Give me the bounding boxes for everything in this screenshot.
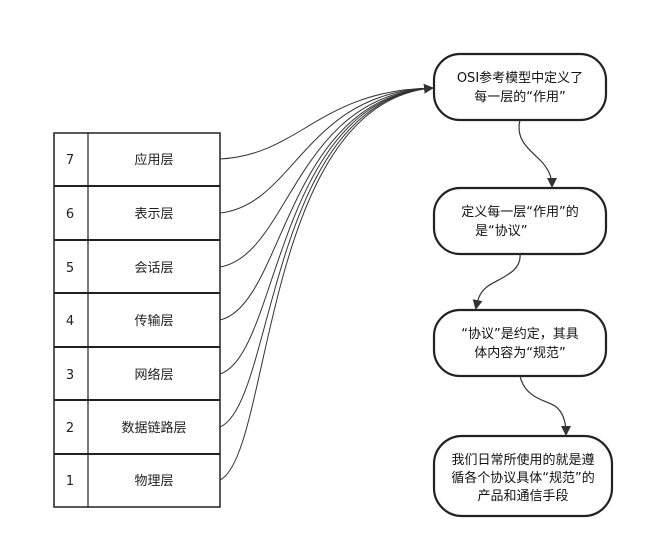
node-products-and-communication: 我们日常所使用的就是遵 循各个协议具体“规范”的 产品和通信手段 <box>432 434 614 518</box>
layer-number: 2 <box>66 421 74 436</box>
node-connectors <box>472 119 571 436</box>
layer-name: 物理层 <box>134 474 173 489</box>
layer-number: 3 <box>66 368 74 383</box>
layer-row-7: 7 应用层 <box>66 152 174 168</box>
node-protocol-specification: “协议”是约定，其具 体内容为“规范” <box>432 308 608 378</box>
arrow-node3-to-node4 <box>519 375 571 436</box>
layer-name: 网络层 <box>134 367 173 383</box>
node-text-line: 循各个协议具体“规范”的 <box>451 470 594 486</box>
osi-layer-table: 7 应用层 6 表示层 5 会话层 4 传输层 3 网络层 2 数据链路层 <box>53 132 221 508</box>
connector-curve <box>219 83 434 481</box>
node-text-line: 我们日常所使用的就是遵 <box>451 452 594 468</box>
layer-row-4: 4 传输层 <box>66 313 174 329</box>
arrow-node1-to-node2 <box>518 119 557 188</box>
connector-curve <box>219 87 433 268</box>
layer-name: 应用层 <box>134 152 173 168</box>
layer-number: 5 <box>66 261 74 276</box>
layer-name: 会话层 <box>134 261 173 276</box>
node-box <box>432 186 608 256</box>
layer-name: 表示层 <box>134 207 173 222</box>
node-text-line: 产品和通信手段 <box>477 489 568 504</box>
node-box <box>432 308 608 378</box>
node-box <box>432 434 614 518</box>
node-text-line: OSI参考模型中定义了 <box>457 70 583 86</box>
layer-number: 1 <box>66 474 74 489</box>
node-text-line: 定义每一层“作用”的 <box>461 204 578 220</box>
node-protocol-definition: 定义每一层“作用”的 是“协议” <box>432 186 608 256</box>
connector-curve <box>219 87 433 321</box>
layer-number: 7 <box>66 153 74 168</box>
layer-row-1: 1 物理层 <box>66 474 174 489</box>
node-text-line: “协议”是约定，其具 <box>461 327 578 342</box>
layer-row-3: 3 网络层 <box>66 367 174 383</box>
layer-row-2: 2 数据链路层 <box>66 420 187 436</box>
layer-row-5: 5 会话层 <box>66 261 174 276</box>
layer-name: 传输层 <box>134 313 173 329</box>
node-osi-definition: OSI参考模型中定义了 每一层的“作用” <box>432 52 608 122</box>
layer-row-6: 6 表示层 <box>66 207 174 222</box>
connector-curve <box>219 87 433 428</box>
layer-number: 6 <box>66 207 74 222</box>
node-text-line: 是“协议” <box>475 224 527 239</box>
node-text-line: 体内容为“规范” <box>474 345 565 361</box>
connector-curve <box>219 87 433 214</box>
connector-curve <box>219 87 433 160</box>
node-box <box>432 52 608 122</box>
connector-curve <box>219 87 433 375</box>
node-text-line: 每一层的“作用” <box>474 89 565 105</box>
layer-connectors <box>219 83 434 481</box>
arrow-node2-to-node3 <box>472 253 521 310</box>
layer-number: 4 <box>66 314 74 329</box>
layer-name: 数据链路层 <box>121 420 186 436</box>
